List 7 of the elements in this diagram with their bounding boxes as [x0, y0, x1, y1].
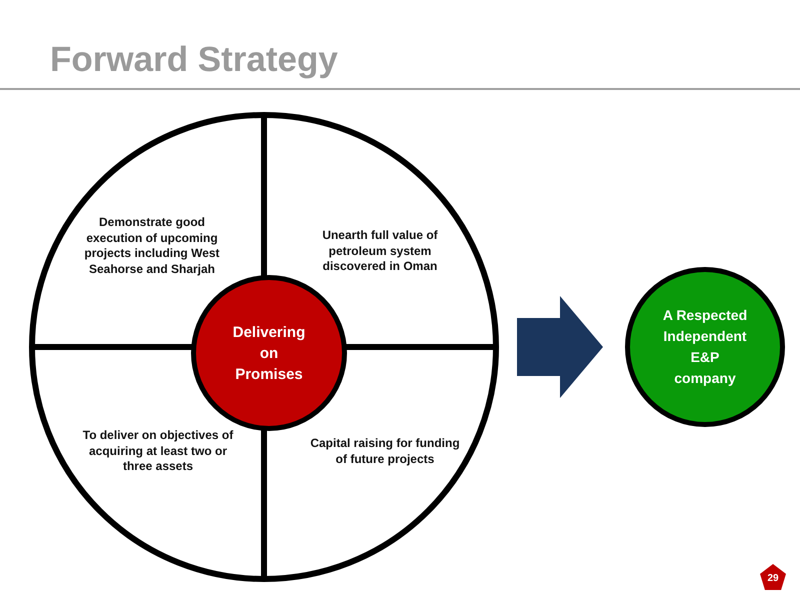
page-number-badge: 29 — [760, 564, 786, 590]
quadrant-label: To deliver on objectives of acquiring at least two or three assets — [78, 428, 238, 498]
slide-title: Forward Strategy — [50, 40, 338, 80]
block-arrow — [517, 296, 603, 398]
circle-node: A Respected Independent E&P company — [625, 267, 785, 427]
quadrant-label: Capital raising for funding of future projects — [310, 436, 460, 496]
circle-node: Delivering on Promises — [191, 275, 347, 431]
